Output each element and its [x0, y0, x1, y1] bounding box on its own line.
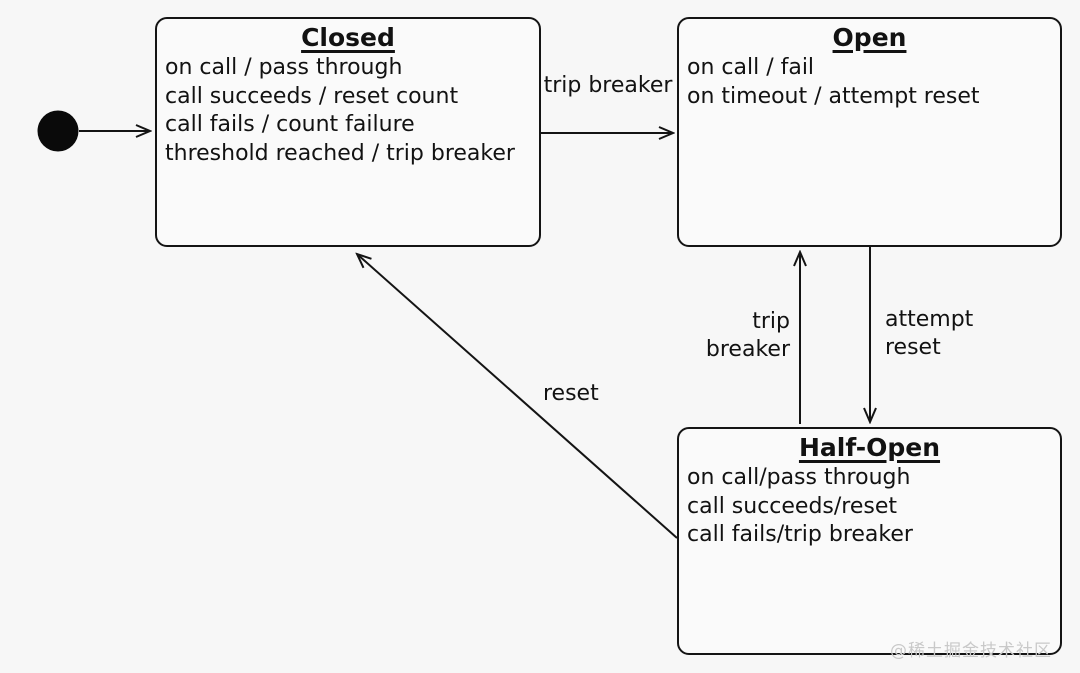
state-title-closed: Closed: [301, 23, 395, 52]
state-action-line: on call/pass through: [687, 465, 911, 490]
state-action-line: call fails / count failure: [165, 112, 415, 137]
state-action-line: call succeeds / reset count: [165, 83, 459, 109]
state-body-half-open: on call/pass through call succeeds/reset…: [679, 463, 1060, 550]
transition-label-closed-to-open: trip breaker: [543, 73, 673, 98]
state-action-line: threshold reached / trip breaker: [165, 140, 515, 166]
transition-label-half-open-to-open: trip breaker: [705, 309, 790, 362]
state-action-line: on call / pass through: [165, 55, 403, 80]
state-title-half-open: Half-Open: [798, 433, 941, 462]
state-body-closed: on call / pass through call succeeds / r…: [157, 53, 539, 168]
state-action-line: on timeout / attempt reset: [687, 83, 980, 109]
state-box-half-open: Half-Open on call/pass through call succ…: [677, 427, 1062, 655]
watermark: @稀土掘金技术社区: [890, 641, 1052, 661]
state-action-line: on call / fail: [687, 55, 815, 80]
state-box-open: Open on call / fail on timeout / attempt…: [677, 17, 1062, 247]
state-box-closed: Closed on call / pass through call succe…: [155, 17, 541, 247]
state-title-open: Open: [832, 23, 907, 52]
transition-label-half-open-to-closed: reset: [543, 381, 599, 406]
transition-label-open-to-half-open: attempt reset: [885, 307, 974, 360]
state-action-line: call fails/trip breaker: [687, 522, 913, 547]
arrow-half-open-to-closed: [357, 254, 678, 539]
state-action-line: call succeeds/reset: [687, 493, 898, 519]
state-body-open: on call / fail on timeout / attempt rese…: [679, 53, 1060, 111]
initial-state-dot: [37, 110, 79, 152]
